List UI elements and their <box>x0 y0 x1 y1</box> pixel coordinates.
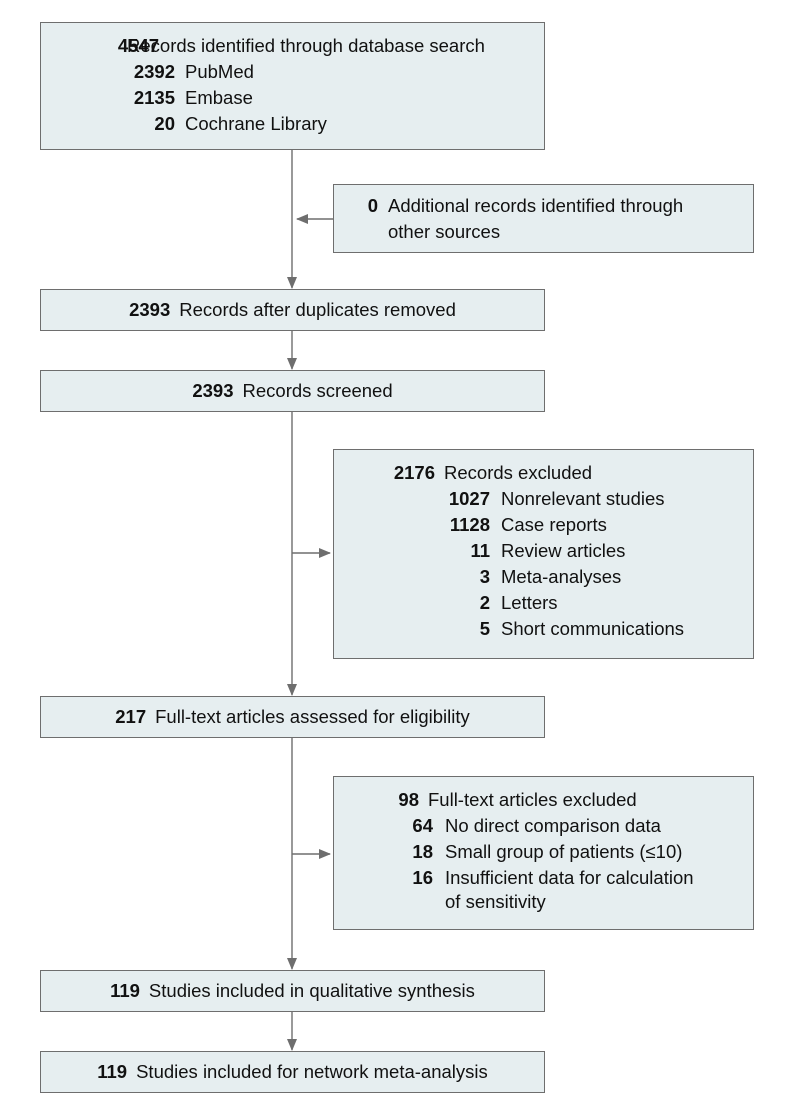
label: Records excluded <box>444 462 593 483</box>
count: 217 <box>115 706 147 727</box>
additional-records-box: 0 Additional records identified through … <box>333 184 754 253</box>
full-text-assessed-row: 217 Full-text articles assessed for eligi… <box>41 704 544 730</box>
count: 1027 <box>448 488 490 509</box>
full-text-assessed-box: 217 Full-text articles assessed for eligi… <box>40 696 545 738</box>
label: Review articles <box>501 540 626 561</box>
label: Records screened <box>242 380 393 401</box>
screened-row: 2393 Records screened <box>41 378 544 404</box>
label: Embase <box>185 87 253 108</box>
after-duplicates-box: 2393 Records after duplicates removed <box>40 289 545 331</box>
network-meta-analysis-row: 119 Studies included for network meta-ana… <box>41 1059 544 1085</box>
label: Short communications <box>501 618 685 639</box>
count: 18 <box>412 841 433 862</box>
count: 119 <box>110 980 140 1001</box>
label: PubMed <box>185 61 254 82</box>
count: 3 <box>479 566 490 587</box>
count: 0 <box>367 195 378 216</box>
qualitative-synthesis-row: 119 Studies included in qualitative synth… <box>41 978 544 1004</box>
label: No direct comparison data <box>445 815 661 836</box>
label: other sources <box>388 221 501 242</box>
count: 11 <box>470 540 490 561</box>
label: Case reports <box>501 514 607 535</box>
qualitative-synthesis-box: 119 Studies included in qualitative synth… <box>40 970 545 1012</box>
after-duplicates-row: 2393 Records after duplicates removed <box>41 297 544 323</box>
label: Full-text articles assessed for eligibil… <box>155 706 470 727</box>
records-excluded-box: 2176 Records excluded 1027 Nonrelevant s… <box>333 449 754 659</box>
count: 2393 <box>192 380 234 401</box>
label: of sensitivity <box>445 891 546 912</box>
count: 2393 <box>129 299 171 320</box>
label: Small group of patients (≤10) <box>445 841 683 862</box>
full-text-excluded-box: 98 Full-text articles excluded 64 No dir… <box>333 776 754 930</box>
count: 98 <box>398 789 419 810</box>
label: Additional records identified through <box>388 195 684 216</box>
label: Insufficient data for calculation <box>445 867 694 888</box>
label: Records after duplicates removed <box>179 299 456 320</box>
count: 2 <box>479 592 490 613</box>
screened-box: 2393 Records screened <box>40 370 545 412</box>
label: Records identified through database sear… <box>127 35 485 56</box>
count: 5 <box>479 618 490 639</box>
identification-box: 4547 Records identified through database… <box>40 22 545 150</box>
label: Studies included in qualitative synthesi… <box>148 980 475 1001</box>
count: 2392 <box>133 61 175 82</box>
count: 2176 <box>393 462 435 483</box>
label: Studies included for network meta-analys… <box>136 1061 488 1082</box>
count: 2135 <box>133 87 175 108</box>
label: Nonrelevant studies <box>501 488 665 509</box>
network-meta-analysis-box: 119 Studies included for network meta-ana… <box>40 1051 545 1093</box>
label: Meta-analyses <box>501 566 622 587</box>
count: 64 <box>412 815 433 836</box>
label: Cochrane Library <box>185 113 327 134</box>
label: Letters <box>501 592 558 613</box>
count: 1128 <box>449 514 490 535</box>
count: 20 <box>154 113 175 134</box>
count: 16 <box>412 867 433 888</box>
count: 119 <box>97 1061 128 1082</box>
count: 4547 <box>117 35 159 56</box>
label: Full-text articles excluded <box>428 789 637 810</box>
